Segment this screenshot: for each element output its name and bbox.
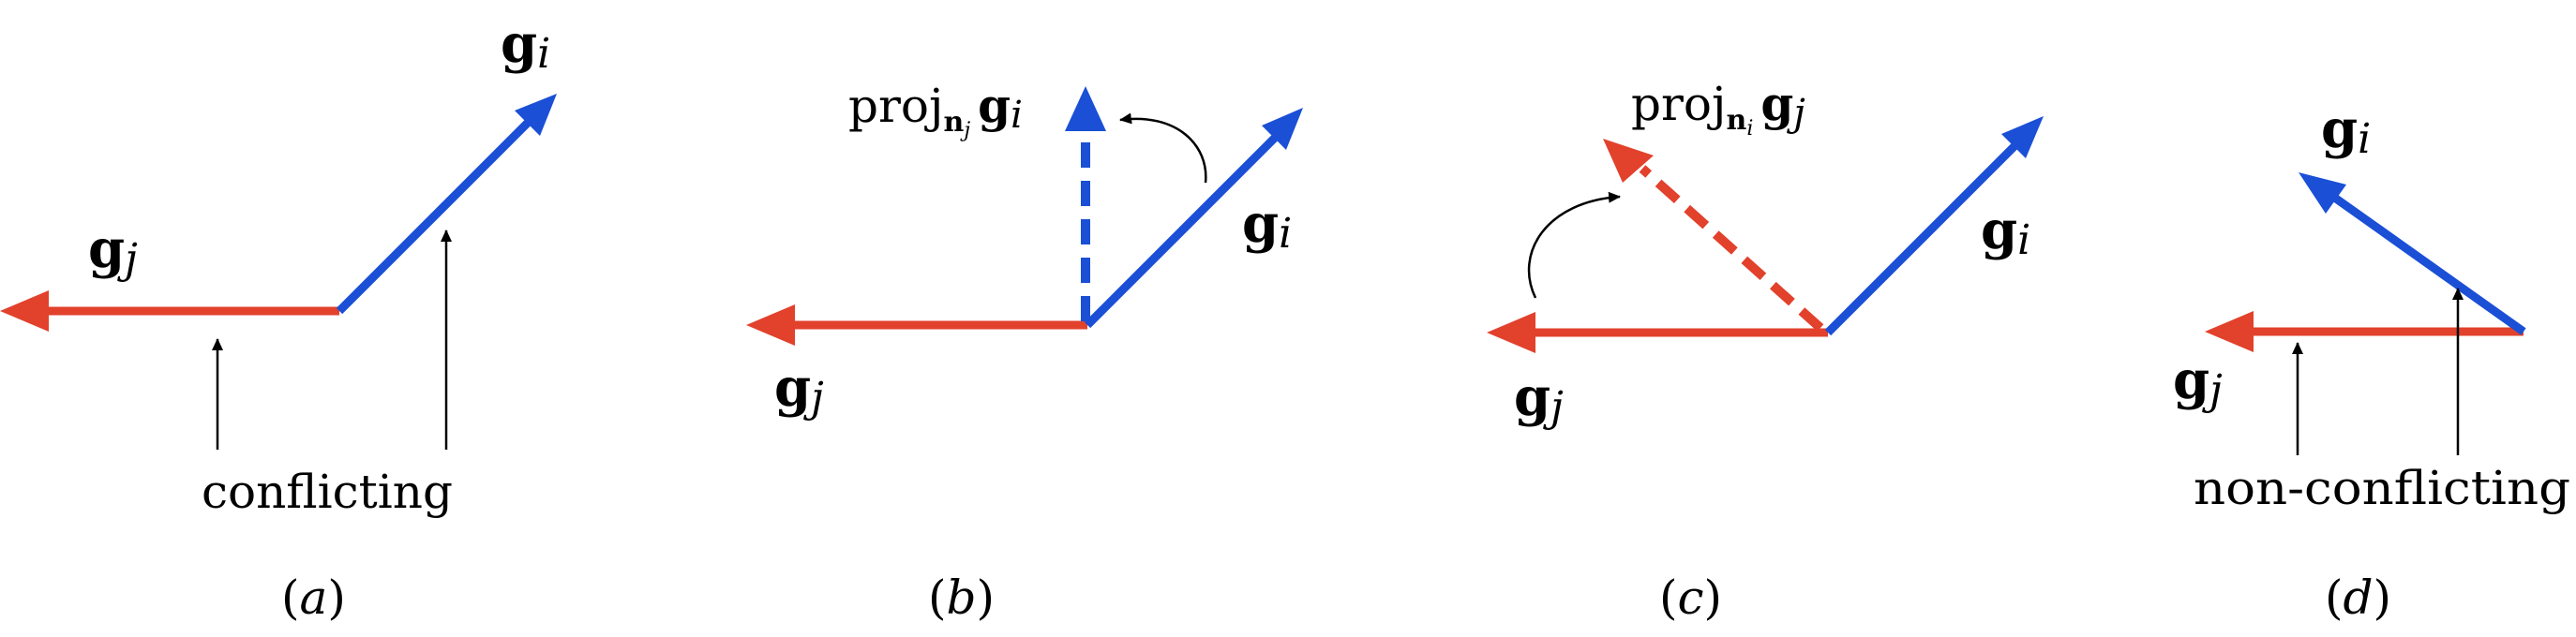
projection-arrowhead bbox=[1065, 86, 1106, 131]
panel-d: gi gj non-conflicting (d) bbox=[2173, 98, 2570, 625]
arrowhead-g-j bbox=[2205, 311, 2254, 352]
panel-caption-a: (a) bbox=[281, 570, 346, 625]
arrowhead-g-j bbox=[0, 290, 49, 332]
arrowhead-g-i bbox=[515, 94, 557, 136]
label-g-j: gj bbox=[88, 218, 138, 283]
label-g-j: gj bbox=[2173, 349, 2223, 414]
label-g-j: gj bbox=[1514, 366, 1564, 431]
label-g-i: gi bbox=[2321, 98, 2371, 163]
annotation-conflicting: conflicting bbox=[202, 465, 453, 519]
projection-vector bbox=[1639, 165, 1824, 332]
label-g-j: gj bbox=[774, 357, 824, 422]
vector-g-i bbox=[2333, 195, 2526, 335]
arrowhead-g-i bbox=[1262, 108, 1303, 150]
label-g-i: gi bbox=[501, 13, 550, 78]
arrowhead-g-i bbox=[2001, 116, 2044, 158]
panel-a: gi gj conflicting (a) bbox=[0, 13, 557, 625]
vector-g-i bbox=[336, 117, 533, 315]
rotation-arrow bbox=[1527, 191, 1621, 299]
vector-g-i bbox=[1824, 141, 2019, 336]
panel-caption-c: (c) bbox=[1659, 570, 1722, 625]
arrowhead-g-i bbox=[2299, 172, 2346, 214]
label-g-i: gi bbox=[1981, 200, 2030, 264]
arrowhead-g-j bbox=[1487, 312, 1535, 353]
label-g-i: gi bbox=[1242, 193, 1292, 258]
vector-g-i bbox=[1084, 132, 1281, 329]
rotation-arrow bbox=[1119, 112, 1207, 184]
projection-arrowhead bbox=[1603, 139, 1654, 183]
panel-caption-b: (b) bbox=[928, 570, 995, 625]
arrowhead-g-j bbox=[746, 304, 795, 346]
panel-caption-d: (d) bbox=[2325, 570, 2391, 625]
annotation-non-conflicting: non-conflicting bbox=[2194, 461, 2570, 515]
